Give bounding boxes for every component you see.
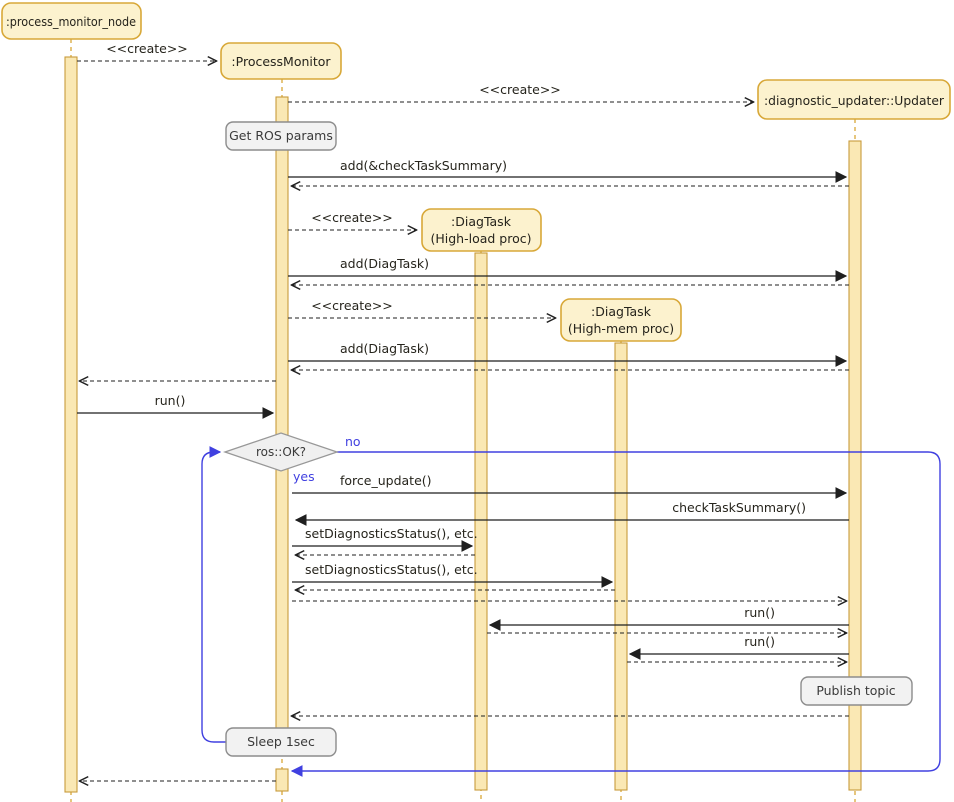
participant-process-monitor: :ProcessMonitor	[220, 42, 342, 80]
participant-process-monitor-label: :ProcessMonitor	[231, 54, 331, 69]
label-set-diag-status-2: setDiagnosticsStatus(), etc.	[305, 562, 478, 577]
decision-ros-ok	[222, 432, 340, 472]
label-create-diagtask-high-load: <<create>>	[311, 210, 393, 225]
note-sleep-label: Sleep 1sec	[247, 734, 315, 749]
label-add-diagtask-2: add(DiagTask)	[340, 341, 429, 356]
loop-back-line	[201, 446, 226, 743]
label-create-diagtask-high-mem: <<create>>	[311, 298, 393, 313]
label-run-task-load: run()	[744, 605, 775, 620]
note-get-ros-params: Get ROS params	[225, 121, 337, 151]
activation-diagtask-high-load	[474, 252, 488, 791]
participant-process-monitor-node-label: :process_monitor_node	[6, 14, 136, 29]
participant-diagtask-high-mem-line2: (High-mem proc)	[568, 321, 674, 336]
participant-diagtask-high-load: :DiagTask (High-load proc)	[421, 208, 542, 252]
label-force-update: force_update()	[340, 473, 432, 488]
note-publish-topic-box	[800, 676, 913, 706]
participant-updater-box	[757, 79, 951, 120]
label-check-task-summary: checkTaskSummary()	[672, 500, 806, 515]
label-create-process-monitor: <<create>>	[106, 41, 188, 56]
participant-diagtask-high-load-line2: (High-load proc)	[430, 231, 531, 246]
label-run-main: run()	[155, 393, 186, 408]
participant-process-monitor-node: :process_monitor_node	[1, 2, 142, 40]
decision-yes-label: yes	[293, 469, 315, 484]
activation-updater	[848, 140, 862, 791]
decision-condition-label: ros::OK?	[256, 445, 306, 459]
participant-diagtask-high-mem: :DiagTask (High-mem proc)	[560, 298, 682, 342]
label-create-updater: <<create>>	[479, 82, 561, 97]
label-set-diag-status-1: setDiagnosticsStatus(), etc.	[305, 526, 478, 541]
note-sleep: Sleep 1sec	[225, 727, 337, 757]
note-get-ros-params-label: Get ROS params	[229, 128, 333, 143]
activation-process-monitor	[275, 96, 289, 743]
label-add-diagtask-1: add(DiagTask)	[340, 256, 429, 271]
activation-diagtask-high-mem	[614, 342, 628, 791]
participant-process-monitor-box	[220, 42, 342, 80]
participant-diagtask-high-mem-line1: :DiagTask	[591, 304, 652, 319]
loop-no-branch-line	[290, 451, 941, 777]
note-publish-topic-label: Publish topic	[816, 683, 895, 698]
note-sleep-box	[225, 727, 337, 757]
participant-updater: :diagnostic_updater::Updater	[757, 79, 951, 120]
participant-diagtask-high-mem-box	[560, 298, 682, 342]
note-get-ros-params-box	[225, 121, 337, 151]
decision-no-label: no	[345, 434, 361, 449]
note-publish-topic: Publish topic	[800, 676, 913, 706]
label-run-task-mem: run()	[744, 634, 775, 649]
participant-diagtask-high-load-line1: :DiagTask	[451, 214, 512, 229]
activation-process-monitor-node	[64, 56, 78, 793]
participant-updater-label: :diagnostic_updater::Updater	[764, 93, 945, 108]
label-add-check-task-summary: add(&checkTaskSummary)	[340, 158, 507, 173]
participant-process-monitor-node-box	[1, 2, 142, 40]
activation-process-monitor-final	[275, 768, 289, 792]
participant-diagtask-high-load-box	[421, 208, 542, 252]
